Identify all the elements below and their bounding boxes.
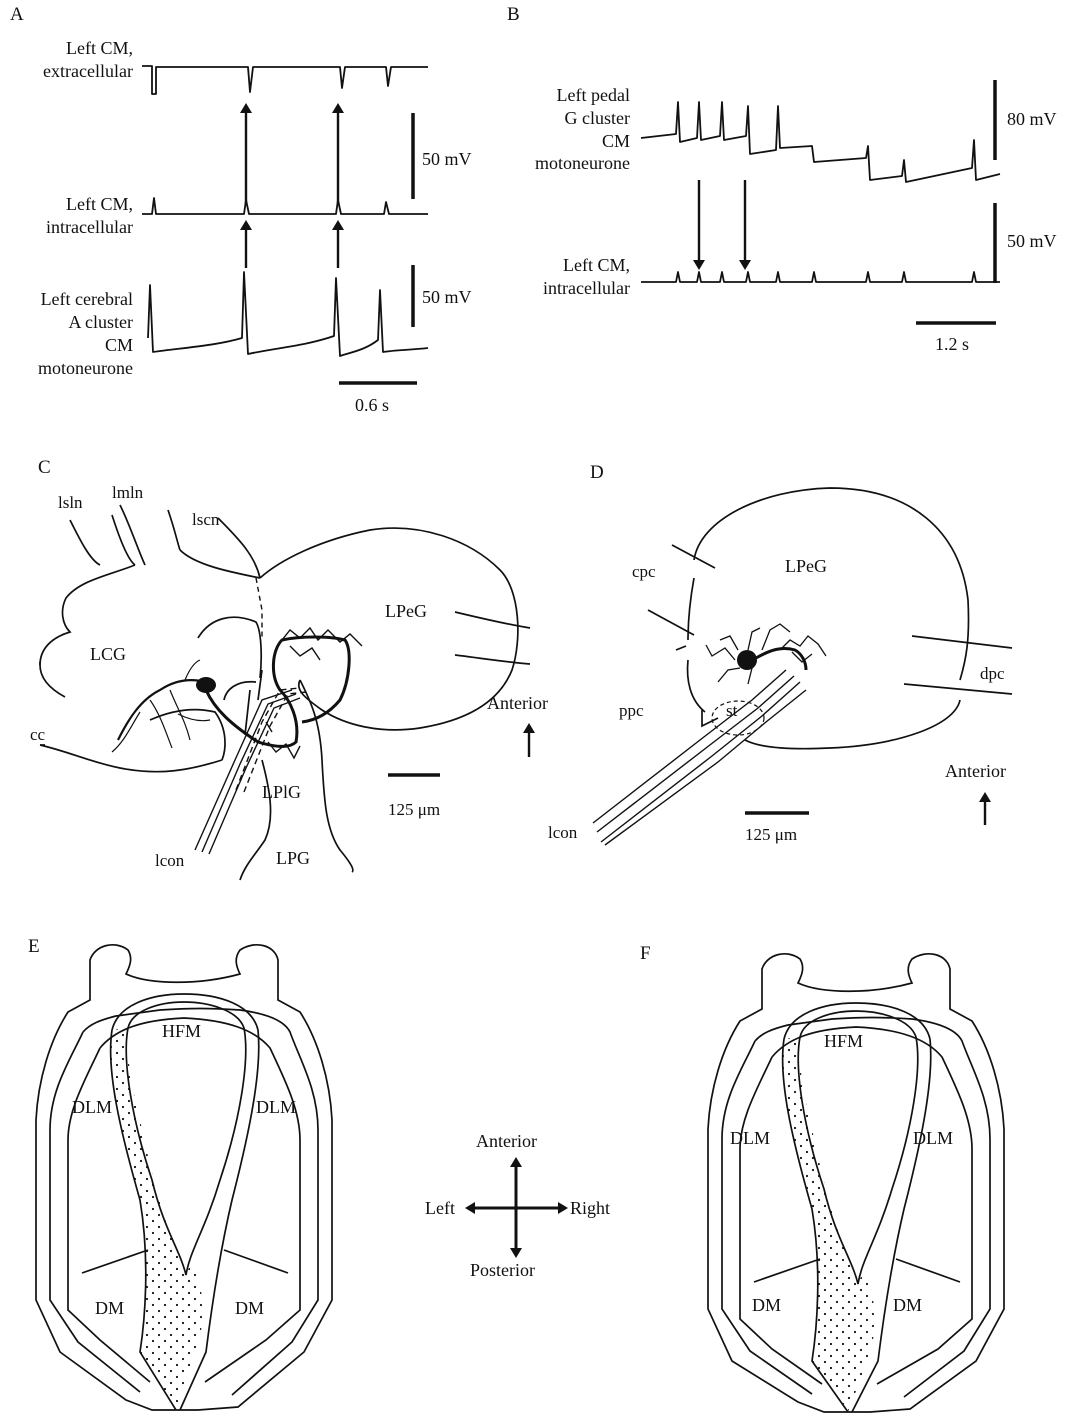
label-lscn: lscn xyxy=(192,510,220,529)
label-dlm-right-f: DLM xyxy=(913,1128,953,1148)
trace-label-pedal-line1: Left pedal xyxy=(557,85,630,105)
neurone-c xyxy=(112,628,362,758)
time-scale-label-a: 0.6 s xyxy=(355,395,389,415)
label-dm-left-f: DM xyxy=(752,1295,781,1315)
trace-label-pedal-line3: CM xyxy=(602,131,630,151)
label-lsln: lsln xyxy=(58,493,83,512)
mantle-outline-f xyxy=(708,954,1004,1412)
label-cpc: cpc xyxy=(632,562,656,581)
label-lcon-d: lcon xyxy=(548,823,578,842)
panel-d-letter: D xyxy=(590,462,604,483)
trace-label-extracellular-line1: Left CM, xyxy=(66,38,133,58)
intracellular-trace xyxy=(142,198,428,214)
extracellular-trace xyxy=(142,66,428,94)
intracellular-trace-b xyxy=(641,272,1000,282)
panel-f-letter: F xyxy=(640,943,651,964)
scale-label-lower-b: 50 mV xyxy=(1007,231,1057,251)
panel-c: C xyxy=(30,457,548,880)
label-dpc: dpc xyxy=(980,664,1005,683)
motoneurone-trace-a xyxy=(148,272,428,356)
trace-label-motoneurone-line2: A cluster xyxy=(69,312,134,332)
orientation-label-c: Anterior xyxy=(487,693,548,713)
label-lcon-c: lcon xyxy=(155,851,185,870)
panel-e: E HFM DLM DLM DM DM xyxy=(28,936,332,1410)
trace-label-pedal-line2: G cluster xyxy=(565,108,630,128)
compass-posterior-label: Posterior xyxy=(470,1260,535,1280)
panel-f: F HFM DLM DLM DM DM xyxy=(640,943,1004,1412)
trace-label-motoneurone-line3: CM xyxy=(105,335,133,355)
label-hfm-f: HFM xyxy=(824,1031,863,1051)
compass-anterior-label: Anterior xyxy=(476,1131,537,1151)
scale-label-upper-a: 50 mV xyxy=(422,149,472,169)
panel-d: D cpc LPeG ppc st dpc lcon xyxy=(548,462,1012,845)
label-dlm-left-e: DLM xyxy=(72,1097,112,1117)
orientation-label-d: Anterior xyxy=(945,761,1006,781)
label-st: st xyxy=(726,701,738,720)
label-lpeg-d: LPeG xyxy=(785,556,827,576)
scale-label-d: 125 μm xyxy=(745,825,797,844)
label-lpg: LPG xyxy=(276,848,310,868)
label-dlm-left-f: DLM xyxy=(730,1128,770,1148)
scale-label-upper-b: 80 mV xyxy=(1007,109,1057,129)
scale-label-c: 125 μm xyxy=(388,800,440,819)
label-cc: cc xyxy=(30,725,46,744)
label-lcg: LCG xyxy=(90,644,126,664)
trace-label-intracellular-line1: Left CM, xyxy=(66,194,133,214)
compass-right-label: Right xyxy=(570,1198,610,1218)
ganglia-outline-c xyxy=(40,505,530,880)
label-dm-left-e: DM xyxy=(95,1298,124,1318)
label-ppc: ppc xyxy=(619,701,644,720)
orientation-compass: Anterior Posterior Left Right xyxy=(425,1131,610,1280)
panel-a-letter: A xyxy=(10,4,24,25)
label-hfm-e: HFM xyxy=(162,1021,201,1041)
label-lpeg-c: LPeG xyxy=(385,601,427,621)
trace-label-pedal-line4: motoneurone xyxy=(535,153,630,173)
trace-label-extracellular-line2: extracellular xyxy=(43,61,133,81)
panel-b-letter: B xyxy=(507,4,520,25)
pedal-motoneurone-trace xyxy=(641,102,1000,182)
time-scale-label-b: 1.2 s xyxy=(935,334,969,354)
panel-e-letter: E xyxy=(28,936,40,957)
neurone-d xyxy=(706,624,826,684)
label-dm-right-e: DM xyxy=(235,1298,264,1318)
panel-c-letter: C xyxy=(38,457,51,478)
compass-left-label: Left xyxy=(425,1198,455,1218)
label-lmln: lmln xyxy=(112,483,144,502)
trace-label-intracellular-line2: intracellular xyxy=(46,217,133,237)
label-dlm-right-e: DLM xyxy=(256,1097,296,1117)
ganglion-outline-d xyxy=(593,488,1012,845)
trace-label-motoneurone-line1: Left cerebral xyxy=(41,289,133,309)
trace-label-motoneurone-line4: motoneurone xyxy=(38,358,133,378)
trace-label-intracellular-b-line1: Left CM, xyxy=(563,255,630,275)
label-dm-right-f: DM xyxy=(893,1295,922,1315)
trace-label-intracellular-b-line2: intracellular xyxy=(543,278,630,298)
label-lplg: LPlG xyxy=(262,782,301,802)
panel-b: B Left pedal G cluster CM motoneurone 80… xyxy=(507,4,1057,354)
panel-a: A Left CM, extracellular 50 mV Left CM, … xyxy=(10,4,472,415)
scale-label-lower-a: 50 mV xyxy=(422,287,472,307)
mantle-outline-e xyxy=(36,945,332,1410)
